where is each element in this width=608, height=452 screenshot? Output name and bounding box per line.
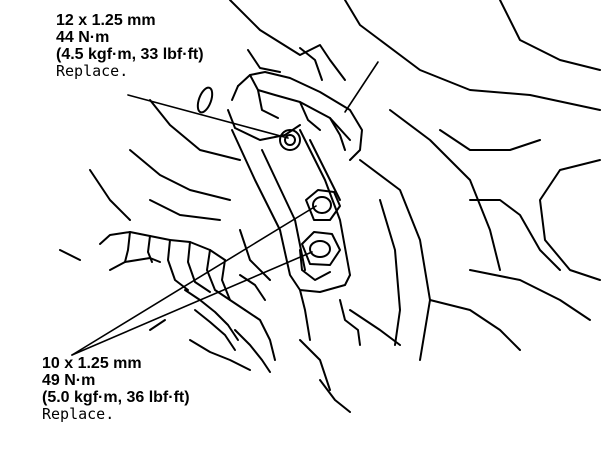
lower-bolts-callout: 10 x 1.25 mm 49 N·m (5.0 kgf·m, 36 lbf·f… xyxy=(42,355,190,423)
lower-bolt-torque: 49 N·m xyxy=(42,372,96,389)
lower-bolt-note: Replace. xyxy=(42,405,115,423)
lower-bolt xyxy=(299,231,341,281)
upper-leader-line xyxy=(127,94,289,139)
leader-lines xyxy=(71,61,379,356)
upper-bolt-torque: 44 N·m xyxy=(56,29,110,46)
upper-bolt-torque-alt: (4.5 kgf·m, 33 lbf·ft) xyxy=(56,46,204,63)
lower-leader-line-b xyxy=(71,251,313,356)
lower-bolt-size: 10 x 1.25 mm xyxy=(42,355,142,372)
middle-bolt xyxy=(305,189,341,221)
upper-bolt xyxy=(279,129,301,151)
mount-bracket xyxy=(231,129,361,346)
mount-block xyxy=(227,47,363,161)
lower-leader-line-a xyxy=(71,205,317,356)
lower-bolt-torque-alt: (5.0 kgf·m, 36 lbf·ft) xyxy=(42,389,190,406)
upper-bolt-size: 12 x 1.25 mm xyxy=(56,12,156,29)
steering-boot xyxy=(99,231,276,373)
upper-bolt-callout: 12 x 1.25 mm 44 N·m (4.5 kgf·m, 33 lbf·f… xyxy=(56,12,204,80)
frame-structure xyxy=(59,0,601,413)
pointer-line xyxy=(344,61,379,113)
upper-bolt-note: Replace. xyxy=(56,62,129,80)
